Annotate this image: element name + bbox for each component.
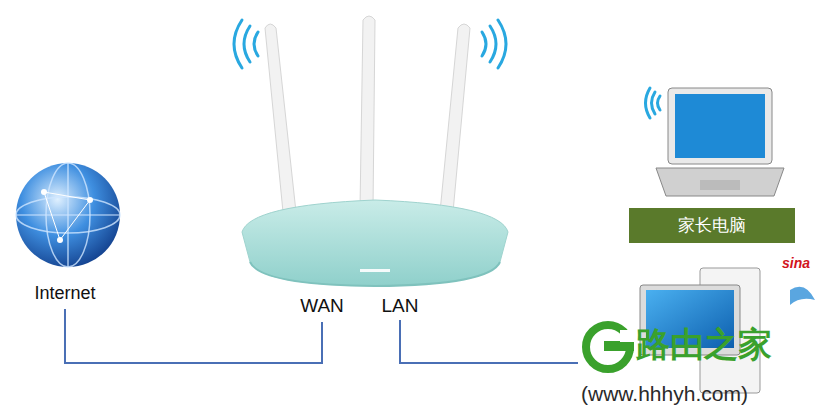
node-text: Internet: [34, 283, 95, 304]
globe-label: Internet: [28, 281, 101, 306]
port-label: LAN: [376, 293, 425, 319]
node-text: WAN: [300, 295, 344, 317]
network-cable: [65, 309, 322, 363]
lan-wire: [400, 320, 578, 363]
watermark-url: (www.hhhyh.com): [581, 382, 748, 406]
node-text: LAN: [382, 295, 419, 317]
logo-text: sina: [782, 255, 810, 271]
node-text: 家长电脑: [639, 214, 785, 237]
watermark: 路由之家: [636, 322, 772, 368]
port-label: WAN: [294, 293, 350, 319]
globe-icon: [16, 163, 120, 267]
laptop-icon: [656, 88, 784, 196]
router-body: [242, 200, 508, 286]
router-antennas: [265, 16, 470, 212]
device-band: 家长电脑: [629, 208, 795, 243]
wifi-waves: [234, 20, 660, 118]
watermark-logo: [586, 325, 636, 369]
